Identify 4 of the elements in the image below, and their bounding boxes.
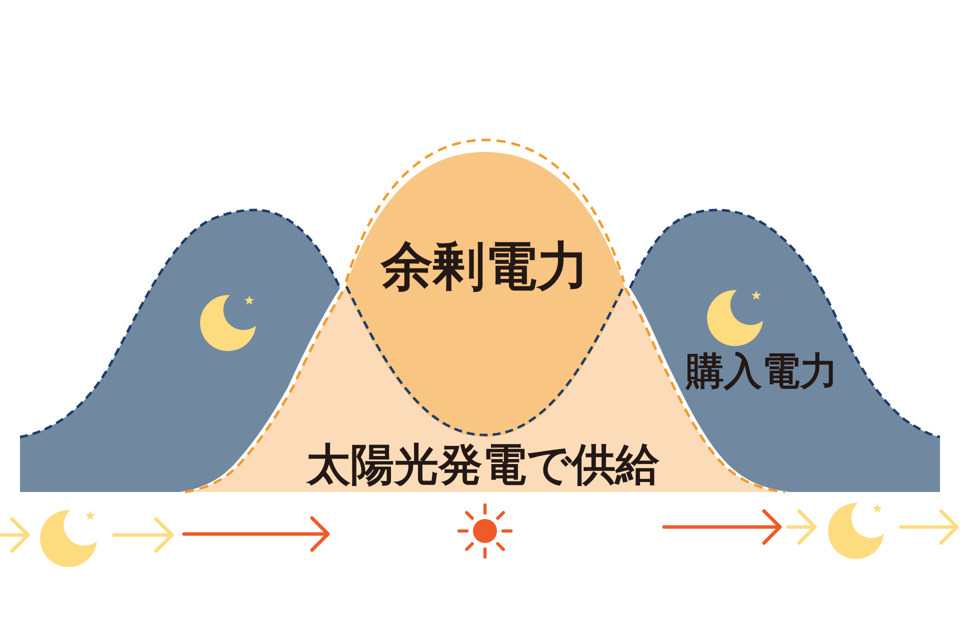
area-label: 余剰電力 bbox=[381, 238, 589, 298]
surplus-peak-area bbox=[344, 138, 626, 438]
area-label: 購入電力 bbox=[686, 350, 838, 394]
area-label: 太陽光発電で供給 bbox=[306, 440, 660, 492]
